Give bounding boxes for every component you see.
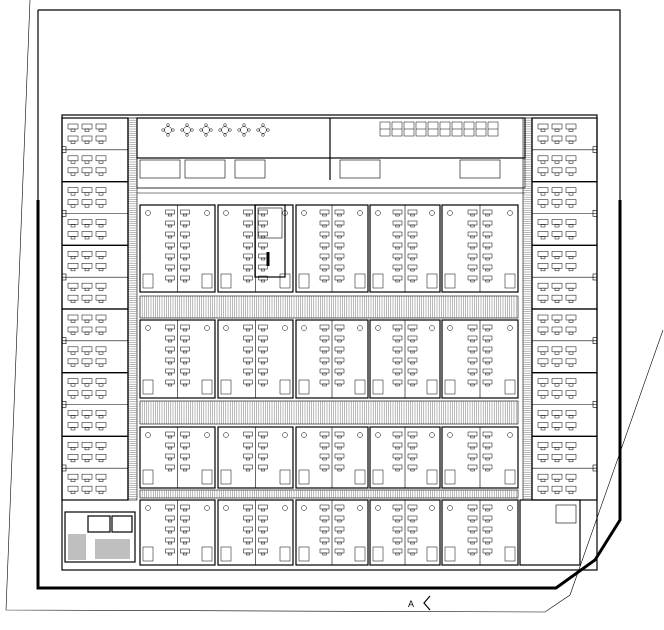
side-room: [531, 244, 598, 310]
seating-unit: [487, 121, 499, 137]
central-room-blocks: [139, 204, 519, 566]
corridor: [127, 117, 138, 501]
seating-unit: [439, 121, 451, 137]
side-room: [61, 244, 129, 310]
side-room: [531, 117, 598, 183]
round-table: [218, 123, 232, 137]
classroom-block: [217, 426, 294, 489]
side-room: [531, 372, 598, 437]
top-strip: [136, 157, 526, 189]
side-room: [61, 372, 129, 437]
side-room: [531, 308, 598, 374]
section-marker-label: A: [408, 599, 414, 609]
classroom-block: [217, 499, 294, 566]
corridor: [139, 489, 519, 499]
left-room-column: [61, 117, 129, 501]
building-outline: [61, 114, 598, 571]
side-room: [61, 308, 129, 374]
seating-unit: [463, 121, 475, 137]
corridors: [127, 117, 533, 501]
round-table: [237, 123, 251, 137]
classroom-block: [441, 204, 519, 293]
corridor: [139, 295, 519, 319]
site-boundary: [5, 0, 664, 613]
classroom-block: [139, 426, 216, 489]
side-room: [531, 435, 598, 501]
classroom-block: [369, 426, 441, 489]
classroom-block: [441, 319, 519, 399]
classroom-block: [139, 499, 216, 566]
side-room: [531, 181, 598, 246]
corridor: [139, 400, 519, 425]
perimeter-wall: [36, 200, 622, 590]
round-table: [180, 123, 194, 137]
top-hall-furniture: [139, 121, 501, 179]
side-room: [61, 181, 129, 246]
classroom-block: [369, 204, 441, 293]
service-room: [459, 159, 501, 179]
round-table: [199, 123, 213, 137]
seating-unit: [403, 121, 415, 137]
service-room: [339, 159, 381, 179]
service-room: [184, 159, 226, 179]
classroom-block: [369, 319, 441, 399]
section-marker: A: [408, 595, 431, 611]
stair-core-top: [254, 204, 286, 278]
classroom-block: [139, 204, 216, 293]
classroom-block: [295, 319, 369, 399]
seating-unit: [451, 121, 463, 137]
seating-unit: [415, 121, 427, 137]
seating-unit: [427, 121, 439, 137]
classroom-block: [295, 499, 369, 566]
classroom-block: [441, 499, 519, 566]
stair-core-bottom-left: [64, 511, 136, 563]
classroom-block: [217, 319, 294, 399]
round-table: [256, 123, 270, 137]
side-room: [61, 435, 129, 501]
stair-core-bottom-right: [519, 499, 581, 566]
top-hall: [136, 117, 526, 159]
seating-unit: [391, 121, 403, 137]
service-room: [139, 159, 181, 179]
right-room-column: [531, 117, 598, 501]
classroom-block: [139, 319, 216, 399]
classroom-block: [295, 426, 369, 489]
classroom-block: [441, 426, 519, 489]
seating-unit: [475, 121, 487, 137]
side-room: [61, 117, 129, 183]
corridor: [522, 117, 533, 501]
service-room: [234, 159, 266, 179]
classroom-block: [295, 204, 369, 293]
seating-unit: [379, 121, 391, 137]
round-table: [161, 123, 175, 137]
classroom-block: [369, 499, 441, 566]
